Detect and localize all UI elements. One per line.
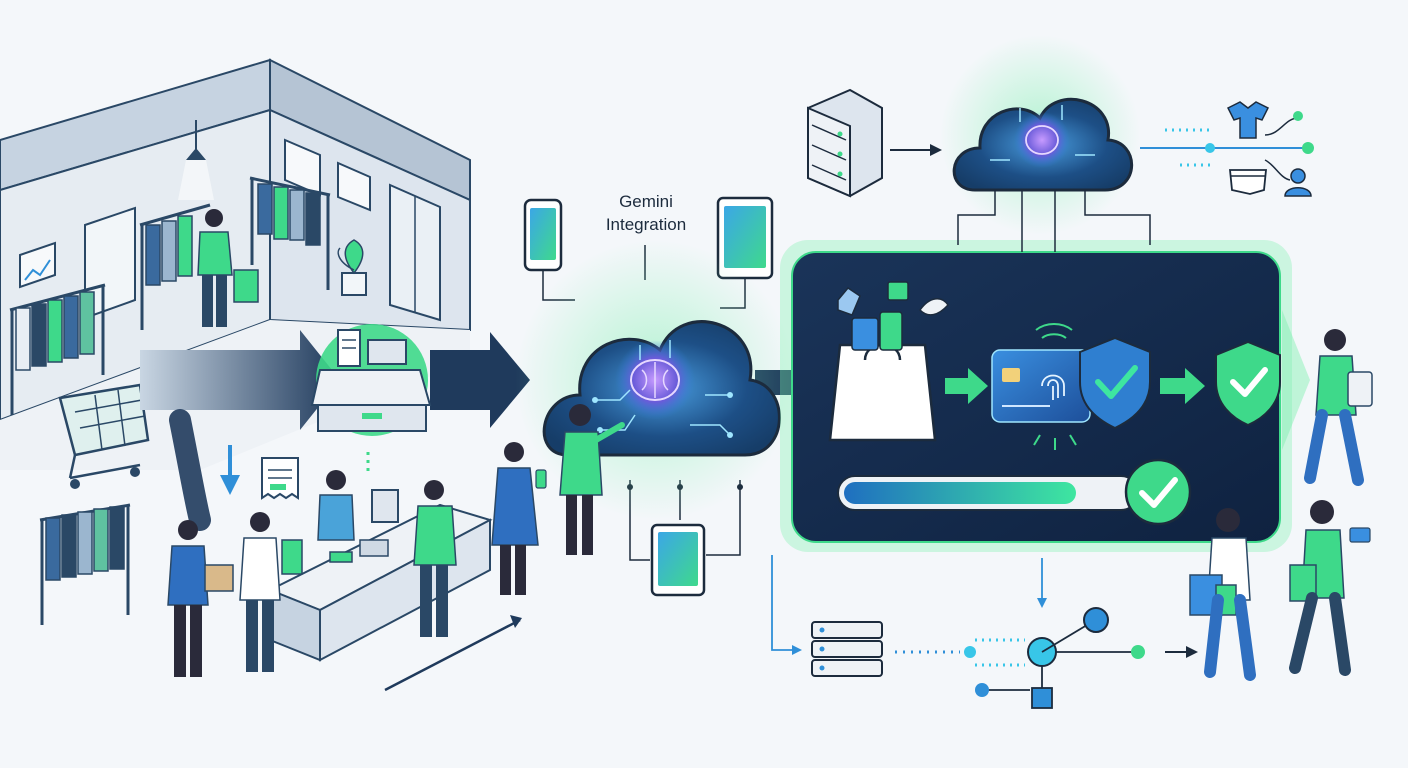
shopping-cart-icon bbox=[58, 383, 150, 489]
shield-check-icon bbox=[1079, 336, 1151, 430]
shopping-bag-icon bbox=[828, 281, 949, 442]
smartphone-icon bbox=[523, 198, 563, 272]
user-icon bbox=[1284, 168, 1312, 197]
shopper-figure bbox=[1304, 329, 1373, 486]
tablet-icon bbox=[716, 196, 774, 280]
cash-register-icon bbox=[310, 324, 432, 436]
shopper-figure bbox=[559, 404, 625, 555]
shopper-figure bbox=[1289, 500, 1371, 676]
server-rack-icon bbox=[807, 88, 883, 198]
shopper-figure bbox=[491, 442, 547, 595]
flow-arrow bbox=[890, 144, 942, 156]
clothing-rack-icon bbox=[249, 176, 331, 290]
shopper-figure bbox=[197, 209, 259, 327]
connector-line bbox=[771, 555, 1047, 655]
progress-bar bbox=[837, 475, 1139, 511]
tshirt-icon bbox=[1226, 101, 1270, 139]
clothing-rack-icon bbox=[139, 203, 211, 330]
shopper-figure bbox=[239, 512, 303, 672]
flow-arrow bbox=[945, 368, 1205, 404]
ai-cloud-brain-icon bbox=[940, 35, 1140, 235]
clothing-rack-icon bbox=[39, 503, 131, 625]
staff-figure bbox=[317, 470, 355, 541]
nfc-waves bbox=[1033, 323, 1077, 450]
connector-line bbox=[957, 190, 1151, 252]
ai-cloud-brain-icon bbox=[515, 240, 795, 520]
label-line-1: Gemini bbox=[619, 192, 673, 211]
database-icon bbox=[811, 621, 883, 677]
shopper-figure bbox=[1189, 508, 1256, 681]
clothing-rack-icon bbox=[9, 283, 106, 415]
shield-check-icon bbox=[1215, 340, 1281, 427]
check-circle-icon bbox=[1124, 458, 1192, 526]
data-stream-dots bbox=[1140, 111, 1314, 181]
checkout-counter bbox=[267, 489, 493, 662]
flow-arrow bbox=[220, 445, 522, 692]
shopper-figure bbox=[413, 480, 457, 637]
pants-icon bbox=[1229, 169, 1267, 195]
tablet-icon bbox=[650, 523, 706, 597]
label-line-2: Integration bbox=[605, 215, 687, 234]
receipt-icon bbox=[261, 457, 299, 500]
gemini-integration-label: Gemini Integration bbox=[548, 190, 744, 236]
credit-card-icon bbox=[991, 349, 1091, 423]
fingerprint-icon bbox=[1041, 374, 1065, 400]
network-node-icon bbox=[895, 607, 1198, 709]
shopper-figure bbox=[167, 520, 234, 677]
